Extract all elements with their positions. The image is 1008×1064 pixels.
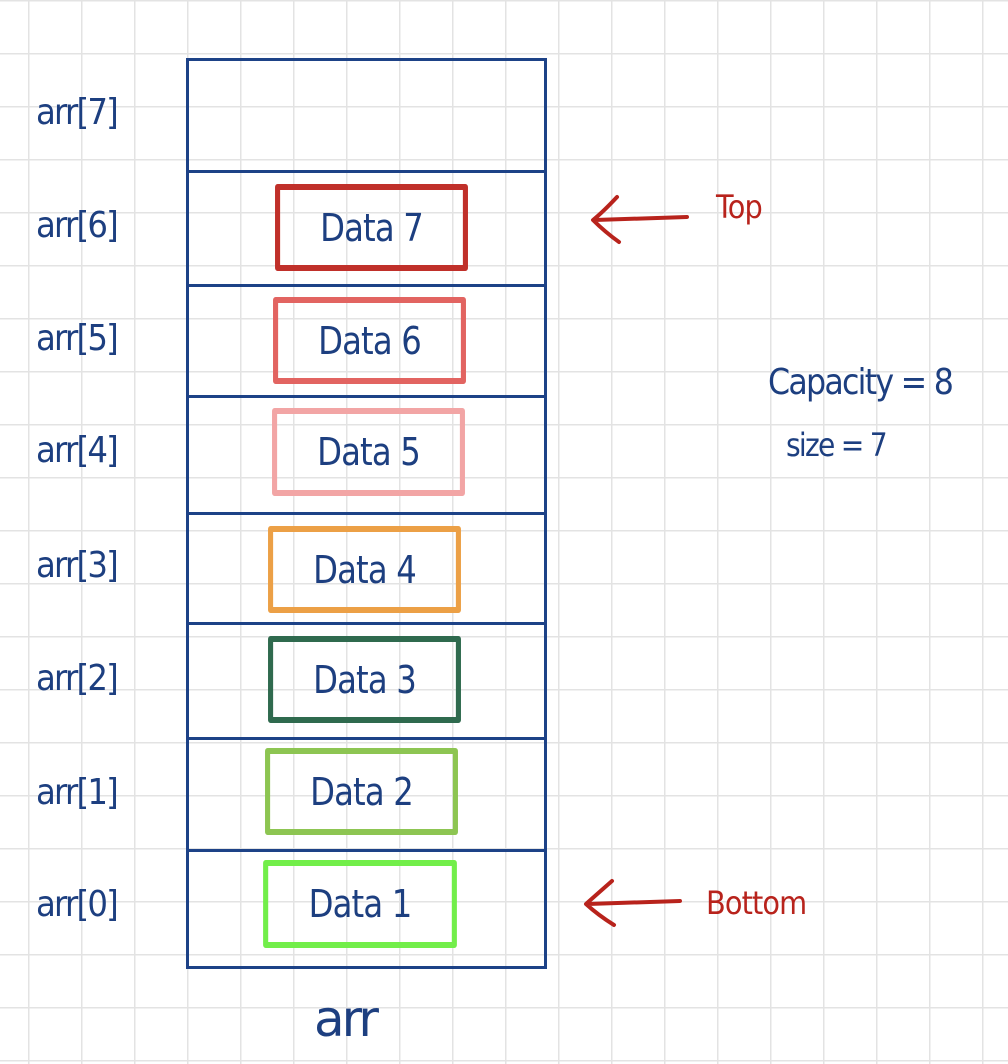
cell-divider xyxy=(189,395,544,398)
cell-divider xyxy=(189,737,544,740)
data-box-6: Data 6 xyxy=(273,297,466,384)
data-box-3: Data 3 xyxy=(268,636,461,723)
data-label-1: Data 1 xyxy=(308,882,413,926)
data-box-4: Data 4 xyxy=(268,526,461,613)
index-label-5: arr[5] xyxy=(36,318,119,359)
size-text: size = 7 xyxy=(786,426,888,464)
capacity-text: Capacity = 8 xyxy=(768,362,954,403)
cell-divider xyxy=(189,849,544,852)
index-label-4: arr[4] xyxy=(36,430,119,471)
data-box-5: Data 5 xyxy=(272,408,465,496)
data-box-2: Data 2 xyxy=(265,748,458,835)
data-box-1: Data 1 xyxy=(263,860,457,948)
index-label-7: arr[7] xyxy=(36,92,119,133)
data-label-3: Data 3 xyxy=(313,657,417,702)
stack-array xyxy=(186,58,547,969)
index-label-2: arr[2] xyxy=(36,658,119,699)
bottom-arrow-icon xyxy=(584,879,682,927)
index-label-0: arr[0] xyxy=(36,884,119,925)
cell-divider xyxy=(189,284,544,287)
top-arrow-icon xyxy=(591,195,689,244)
cell-divider xyxy=(189,170,544,173)
data-label-6: Data 6 xyxy=(318,318,422,363)
data-box-7: Data 7 xyxy=(275,184,468,271)
index-label-6: arr[6] xyxy=(36,205,119,246)
top-pointer-label: Top xyxy=(716,188,763,226)
array-name: arr xyxy=(314,990,379,1048)
data-label-4: Data 4 xyxy=(313,547,417,592)
bottom-pointer-label: Bottom xyxy=(706,884,807,922)
data-label-7: Data 7 xyxy=(320,205,424,250)
cell-divider xyxy=(189,622,544,625)
cell-divider xyxy=(189,512,544,515)
data-label-5: Data 5 xyxy=(317,430,421,474)
index-label-1: arr[1] xyxy=(36,772,119,813)
data-label-2: Data 2 xyxy=(310,769,414,814)
index-label-3: arr[3] xyxy=(36,545,119,586)
